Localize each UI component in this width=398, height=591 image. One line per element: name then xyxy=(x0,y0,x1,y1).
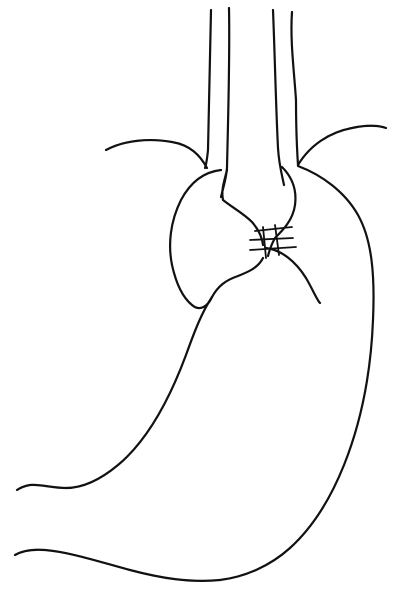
stomach-greater-curvature xyxy=(15,166,374,581)
esophagus-left-wall xyxy=(205,10,211,168)
esophagus-inner-right xyxy=(273,10,284,185)
stomach xyxy=(15,166,374,581)
diaphragm xyxy=(106,126,386,168)
suture-stitch-1 xyxy=(255,227,292,231)
stomach-lesser-curvature xyxy=(17,297,212,490)
gastric-wrap xyxy=(170,167,320,308)
esophagus-inner-left xyxy=(221,8,229,197)
wrap-right-fold xyxy=(268,167,295,256)
wrap-left-lobe xyxy=(170,170,263,308)
wrap-lower-crease xyxy=(266,248,320,303)
wrap-front-fold xyxy=(222,170,263,245)
suture-stitch-2 xyxy=(250,238,293,240)
esophagus-right-wall xyxy=(291,12,298,165)
diaphragm-left xyxy=(106,140,207,168)
diaphragm-right xyxy=(298,126,386,165)
